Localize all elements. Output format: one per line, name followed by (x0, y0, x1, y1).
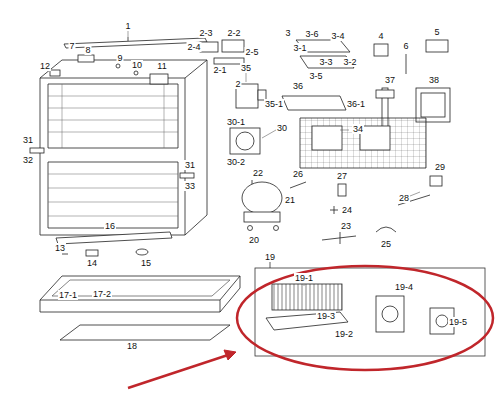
callout-number: 4 (377, 31, 384, 41)
callout-number: 16 (104, 221, 116, 231)
callout-number: 35 (240, 63, 252, 73)
callout-number: 19-2 (334, 329, 354, 339)
callout-number: 30-2 (226, 157, 246, 167)
callout-number: 8 (84, 45, 91, 55)
callout-number: 5 (433, 27, 440, 37)
callout-number: 32 (22, 155, 34, 165)
callout-number: 7 (68, 41, 75, 51)
callout-number: 13 (54, 243, 66, 253)
callout-number: 2-4 (186, 42, 201, 52)
callout-number: 18 (126, 341, 138, 351)
callout-number: 36-1 (346, 99, 366, 109)
callout-number: 19-3 (316, 311, 336, 321)
callout-number: 25 (380, 239, 392, 249)
callout-number: 12 (39, 61, 51, 71)
callout-number: 35-1 (264, 99, 284, 109)
callout-number: 11 (156, 61, 167, 71)
callout-number: 30 (276, 123, 288, 133)
callout-number: 30-1 (226, 117, 246, 127)
callout-number: 24 (341, 205, 353, 215)
callout-number: 37 (384, 75, 396, 85)
callout-number: 2 (234, 79, 241, 89)
callout-number: 22 (252, 168, 264, 178)
callout-number: 9 (116, 53, 123, 63)
callout-number: 2-3 (198, 28, 213, 38)
callout-number: 17-2 (92, 289, 112, 299)
callout-number: 31 (184, 160, 196, 170)
callout-number: 27 (336, 171, 348, 181)
callout-number: 34 (352, 124, 364, 134)
callout-number: 20 (248, 235, 260, 245)
callout-number: 3-5 (308, 71, 323, 81)
callout-number: 2-2 (226, 28, 241, 38)
callout-number: 23 (340, 221, 352, 231)
callout-number: 38 (428, 75, 440, 85)
callout-number: 3 (284, 28, 291, 38)
callout-number: 19-1 (294, 273, 314, 283)
callout-number: 1 (124, 21, 131, 31)
callout-number: 2-5 (244, 47, 259, 57)
callout-number: 14 (86, 258, 98, 268)
callout-number: 33 (184, 181, 196, 191)
callout-number: 19 (264, 252, 276, 262)
callout-number: 26 (292, 169, 304, 179)
callout-number: 21 (284, 195, 296, 205)
callout-number: 17-1 (58, 290, 78, 300)
callout-number: 36 (292, 81, 304, 91)
callout-number: 29 (434, 162, 446, 172)
callout-number: 19-4 (394, 282, 414, 292)
callout-number: 28 (398, 193, 410, 203)
callout-number: 3-4 (330, 31, 345, 41)
callout-number: 10 (131, 60, 143, 70)
callout-number: 3-3 (318, 57, 333, 67)
callout-number: 31 (22, 135, 34, 145)
callout-number: 15 (140, 258, 152, 268)
callout-number: 6 (402, 41, 409, 51)
callout-number: 19-5 (448, 317, 468, 327)
callout-number: 3-6 (304, 29, 319, 39)
callout-number: 3-2 (342, 57, 357, 67)
callout-number: 3-1 (292, 43, 307, 53)
callout-number: 2-1 (212, 65, 227, 75)
